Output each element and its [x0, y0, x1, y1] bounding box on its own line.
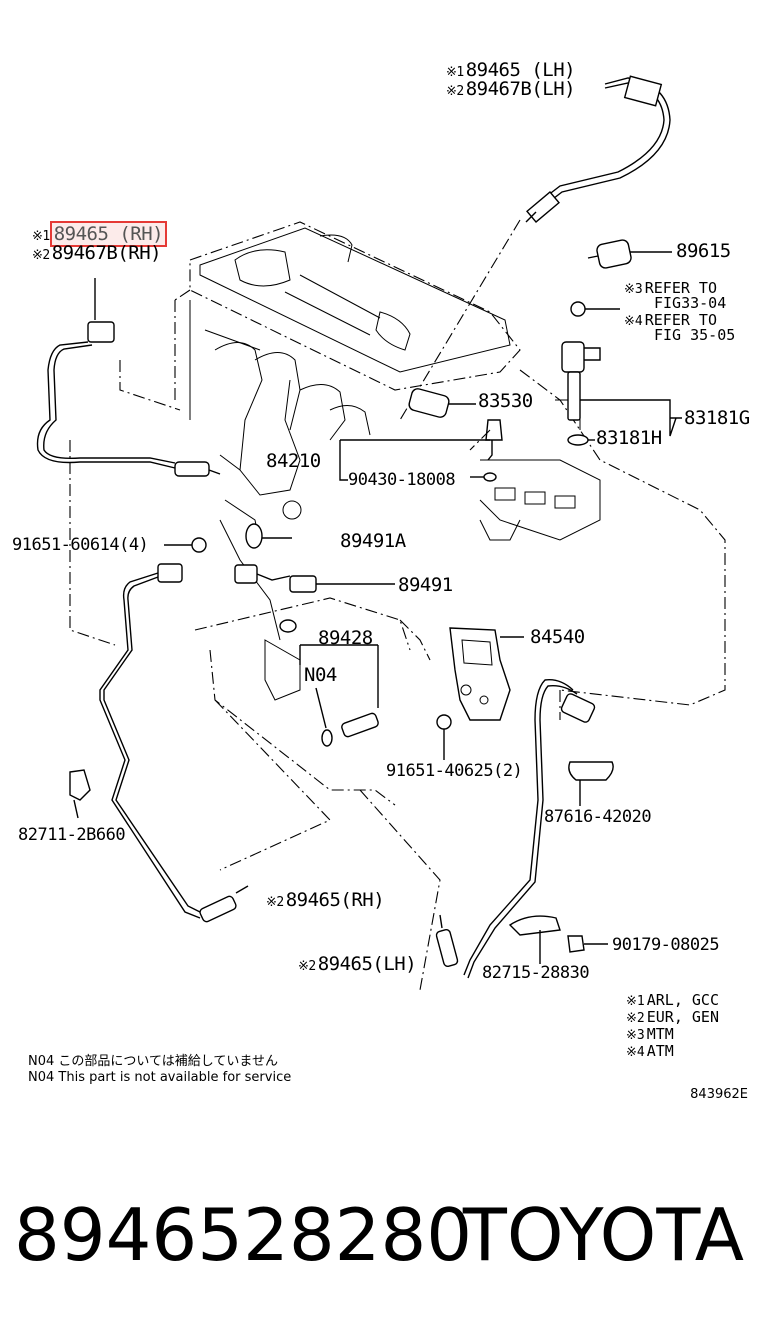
refer-markers	[561, 301, 682, 446]
label-87616-42020: 87616-42020	[544, 807, 652, 827]
bolt-91651-60614	[164, 523, 292, 553]
switch-84540	[436, 627, 524, 760]
sensor-89428	[279, 619, 379, 747]
label-89491: 89491	[398, 574, 453, 596]
label-84210: 84210	[266, 450, 321, 472]
o2-sensor-lower-rh	[99, 563, 249, 923]
diagram-code: 843962E	[690, 1087, 748, 1102]
o2-sensor-lower-lh	[435, 679, 596, 979]
footer: 8946528280 TOYOTA	[0, 1185, 760, 1295]
note-english: N04 This part is not available for servi…	[28, 1070, 292, 1085]
o2-sensor-upper-rh	[36, 278, 221, 477]
label-83530: 83530	[478, 390, 533, 412]
label-82711-2b660: 82711-2B660	[18, 825, 126, 845]
o2-sensor-upper-lh	[525, 75, 671, 223]
label-90179-08025: 90179-08025	[612, 935, 720, 955]
sensor-83530	[339, 388, 503, 482]
note-japanese: N04 この部品については補給していません	[28, 1054, 278, 1069]
label-82715-28830: 82715-28830	[482, 963, 590, 983]
label-83181h: 83181H	[596, 427, 662, 449]
clamp-87616	[568, 761, 614, 806]
label-n04: N04	[304, 664, 337, 686]
label-83181g: 83181G	[684, 407, 750, 429]
label-89428: 89428	[318, 627, 373, 649]
bracket-82715	[508, 915, 608, 964]
engine-block-outline	[69, 219, 726, 991]
label-90430-18008: 90430-18008	[348, 470, 456, 490]
label-fig33-04: FIG33-04	[654, 294, 727, 312]
label-89615: 89615	[676, 240, 731, 262]
part-number: 8946528280	[14, 1193, 473, 1277]
label-84540: 84540	[530, 626, 585, 648]
clamp-82711	[69, 769, 91, 819]
sensor-89615	[587, 239, 672, 269]
label-fig35-05: FIG 35-05	[654, 326, 736, 344]
sensor-89491	[234, 564, 395, 593]
label-91651-40625: 91651-40625(2)	[386, 761, 523, 781]
engine-sensor-diagram	[36, 75, 726, 991]
label-89491a: 89491A	[340, 530, 406, 552]
label-91651-60614: 91651-60614(4)	[12, 535, 149, 555]
brand-name: TOYOTA	[462, 1193, 744, 1277]
